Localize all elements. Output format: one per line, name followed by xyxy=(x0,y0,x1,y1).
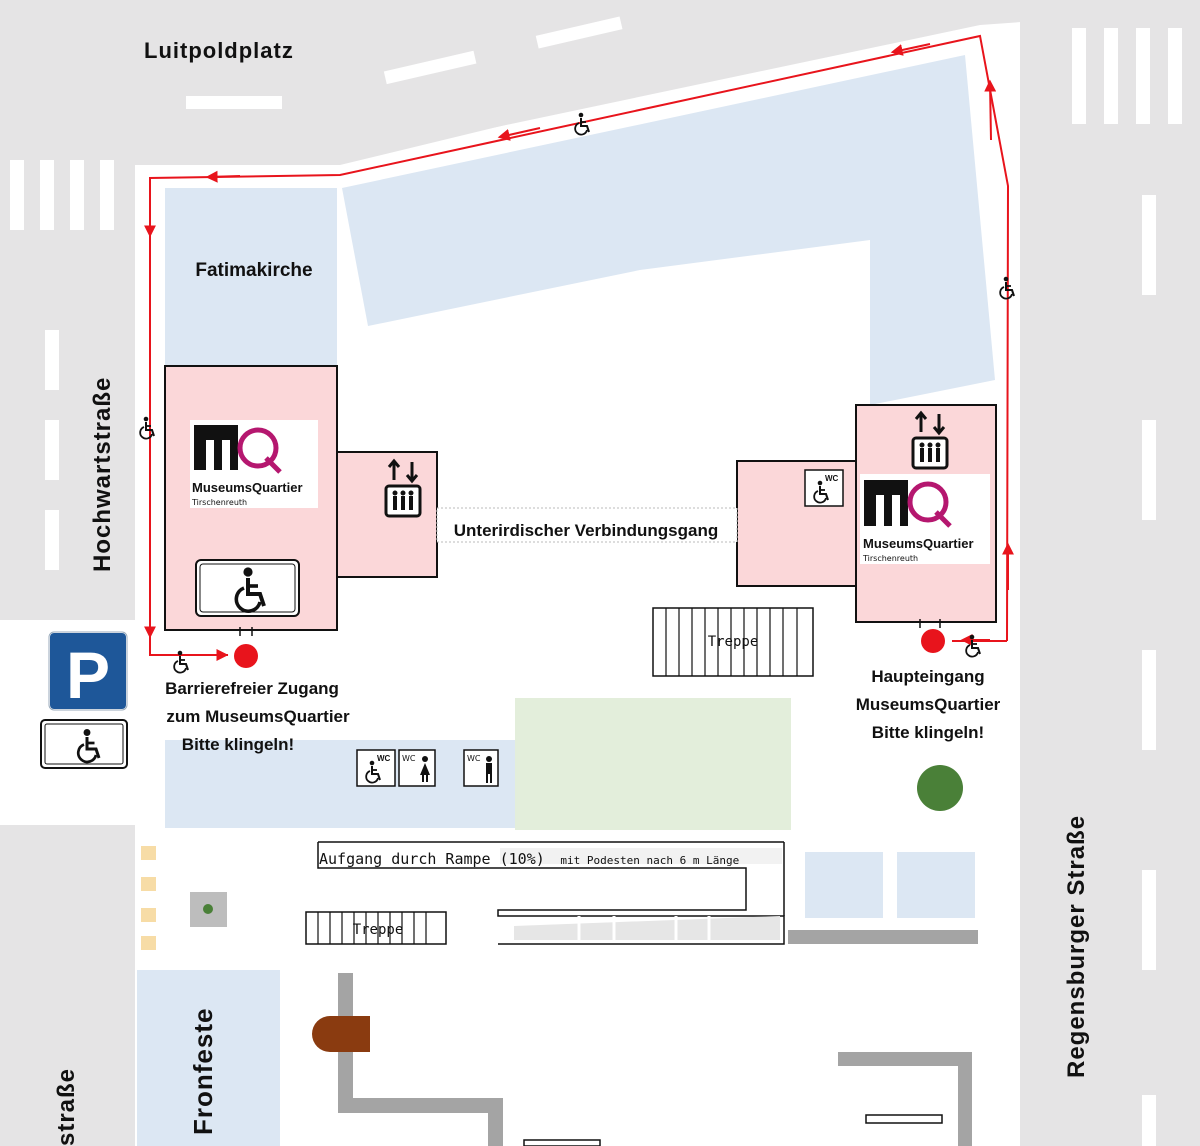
svg-text:zum MuseumsQuartier: zum MuseumsQuartier xyxy=(166,707,350,726)
svg-text:Barrierefreier Zugang: Barrierefreier Zugang xyxy=(165,679,339,698)
annex-building-1 xyxy=(805,852,883,918)
road-luitpoldplatz-upper xyxy=(135,0,1050,160)
small-tree xyxy=(203,904,213,914)
street-regensburger: Regensburger Straße xyxy=(1063,815,1090,1078)
paths xyxy=(338,930,978,1146)
south-building xyxy=(165,740,515,828)
accessible-wc-icon: WC xyxy=(804,469,844,507)
parking-icon: P xyxy=(66,638,110,712)
road-hochwartstrasse xyxy=(0,0,135,620)
label-fatimakirche: Fatimakirche xyxy=(195,260,312,281)
elevator-icon xyxy=(911,410,949,470)
fronfeste-building xyxy=(137,970,280,1146)
accessible-route xyxy=(144,34,1014,661)
label-fronfeste: Fronfeste xyxy=(188,1008,218,1135)
stairs-south: Treppe xyxy=(305,911,447,945)
door-shape xyxy=(312,1016,370,1052)
svg-text:WC: WC xyxy=(402,754,416,763)
logo-east: MuseumsQuartier Tirschenreuth xyxy=(860,474,990,564)
svg-text:MuseumsQuartier: MuseumsQuartier xyxy=(856,695,1001,714)
fatimakirche-building xyxy=(165,188,337,368)
stairs-label: Treppe xyxy=(708,634,759,650)
ramp-label: Aufgang durch Rampe (10%) mit Podesten n… xyxy=(319,849,739,868)
svg-text:WC: WC xyxy=(825,474,839,483)
north-wing-building xyxy=(342,55,995,405)
accessible-wc-icon: WC xyxy=(356,749,396,787)
buildings xyxy=(137,55,995,1146)
wc-men-icon: WC xyxy=(463,749,499,787)
accessible-entrance-dot[interactable] xyxy=(234,644,258,668)
label-corridor: Unterirdischer Verbindungsgang xyxy=(454,521,719,540)
wc-women-icon: WC xyxy=(398,749,436,787)
street-hochwartstrasse: Hochwartstraße xyxy=(89,377,116,572)
elevator-icon xyxy=(384,458,422,518)
svg-text:Bitte klingeln!: Bitte klingeln! xyxy=(872,723,984,742)
parking-sign: P xyxy=(40,631,128,769)
street-luitpoldplatz: Luitpoldplatz xyxy=(144,38,294,63)
logo-place: Tirschenreuth xyxy=(191,498,247,507)
svg-text:Haupteingang: Haupteingang xyxy=(871,667,984,686)
logo-name: MuseumsQuartier xyxy=(192,480,303,495)
yellow-markers xyxy=(141,846,156,950)
annex-building-2 xyxy=(897,852,975,918)
stairs-label: Treppe xyxy=(353,922,404,938)
accessible-entrance-label: Barrierefreier Zugang zum MuseumsQuartie… xyxy=(165,679,350,754)
logo-west: MuseumsQuartier Tirschenreuth xyxy=(190,420,318,508)
svg-text:WC: WC xyxy=(377,754,391,763)
road-west-lower xyxy=(0,825,135,1146)
logo-mark-icon xyxy=(194,425,238,470)
wheelchair-sign-icon xyxy=(195,559,300,617)
wc-icons: WC WC WC xyxy=(356,749,499,787)
main-entrance-label: Haupteingang MuseumsQuartier Bitte kling… xyxy=(856,667,1001,742)
logo-place: Tirschenreuth xyxy=(862,554,918,563)
main-entrance-dot[interactable] xyxy=(921,629,945,653)
stairs-east: Treppe xyxy=(652,607,814,677)
street-southwest: straße xyxy=(53,1068,80,1146)
underground-corridor xyxy=(436,507,738,543)
road-regensburger xyxy=(1020,0,1200,1146)
green-area xyxy=(515,698,791,830)
svg-text:WC: WC xyxy=(467,754,481,763)
logo-mark-icon xyxy=(864,480,908,526)
logo-name: MuseumsQuartier xyxy=(863,536,974,551)
svg-text:Bitte klingeln!: Bitte klingeln! xyxy=(182,735,294,754)
ramp: Aufgang durch Rampe (10%) mit Podesten n… xyxy=(317,841,785,945)
tree xyxy=(917,765,963,811)
